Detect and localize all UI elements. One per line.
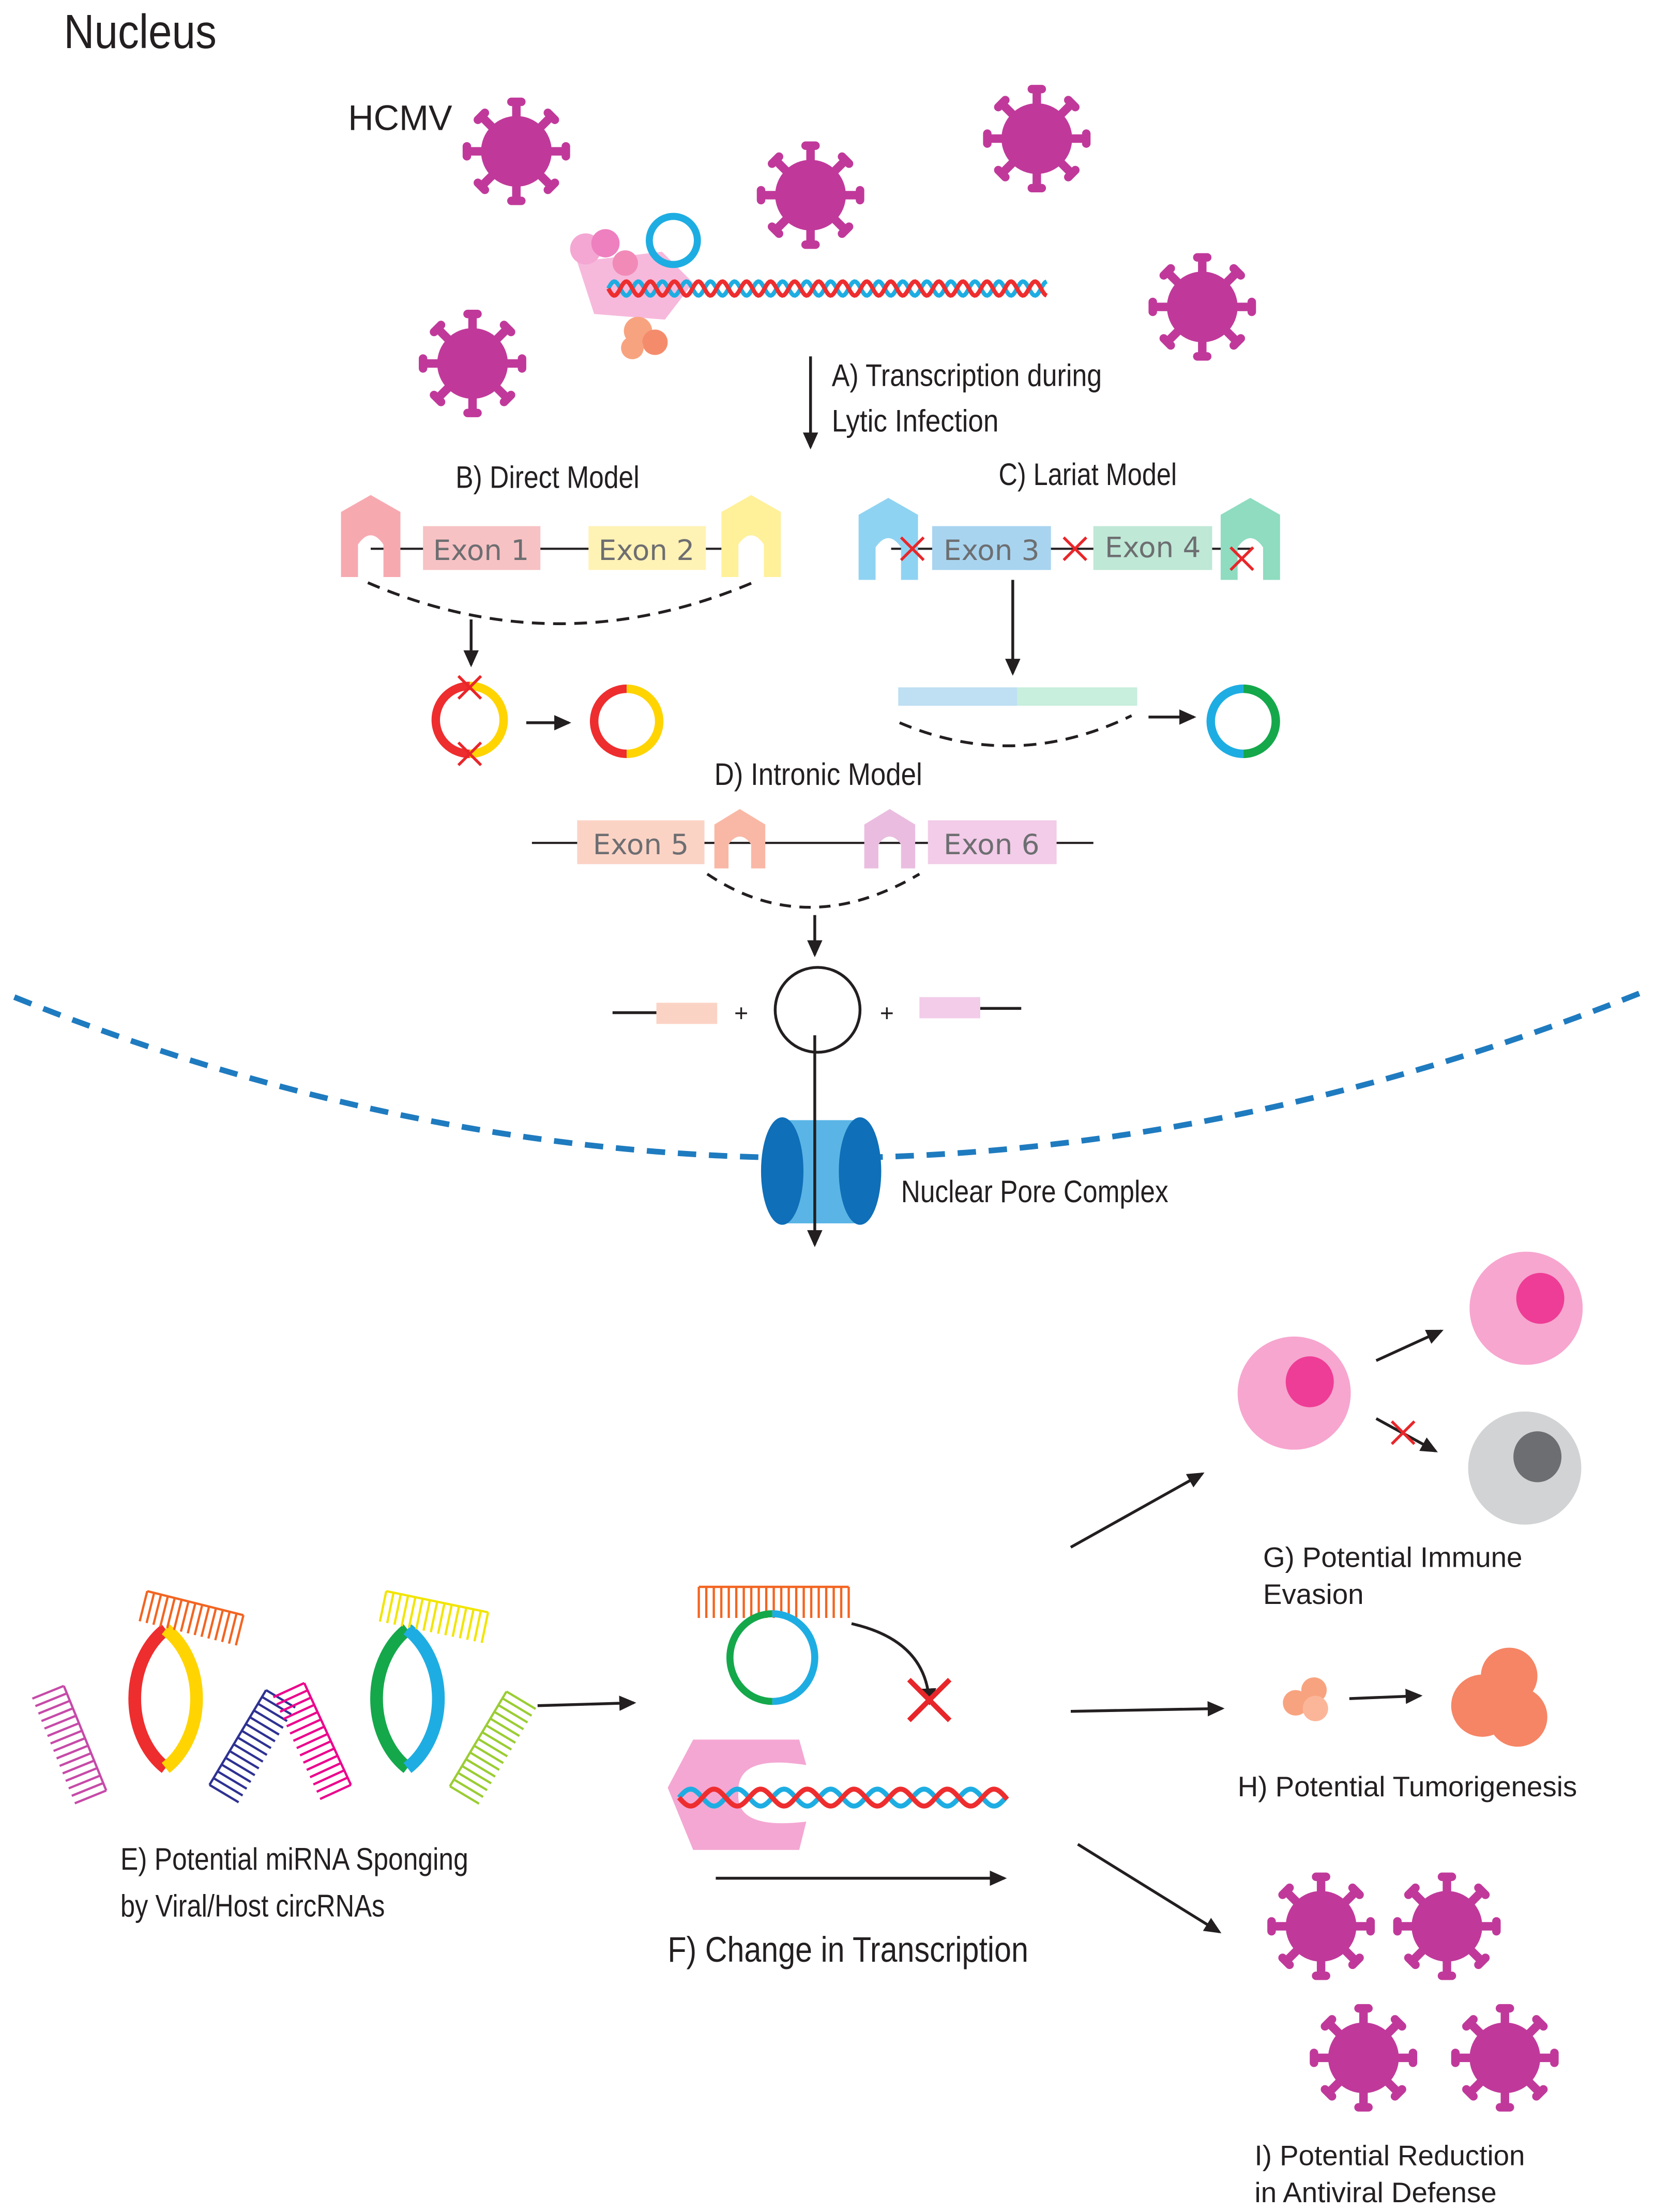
- hcmv-label: HCMV: [348, 99, 452, 138]
- step-a-label-2: Lytic Infection: [832, 403, 999, 438]
- virus-icon: [983, 85, 1090, 192]
- circrna-icon: [726, 1610, 818, 1705]
- exon-label: Exon 3: [944, 534, 1040, 567]
- exon-label: Exon 1: [433, 534, 529, 567]
- cell-icon: [1237, 1336, 1351, 1450]
- intron-clip-icon: [714, 809, 766, 869]
- virus-icon: [1451, 2004, 1559, 2112]
- exon-box: [577, 820, 705, 865]
- virus-icon: [463, 98, 570, 205]
- tumor-cell-icon: [1283, 1677, 1328, 1721]
- arrow-icon: [1077, 1843, 1222, 1934]
- arrow-icon: [1070, 1701, 1225, 1717]
- tumor-cell-icon: [1451, 1647, 1547, 1747]
- circrna-icon: [773, 966, 862, 1054]
- model-d-label: D) Intronic Model: [715, 757, 922, 792]
- dna-helix-icon: [606, 279, 1048, 298]
- rna-polymerase-icon: [667, 1739, 807, 1850]
- nucleus-title: Nucleus: [64, 5, 216, 58]
- virus-icon: [757, 142, 864, 249]
- dna-helix-icon: [677, 1786, 1009, 1809]
- virus-icon: [1148, 253, 1256, 361]
- exon-label: Exon 6: [944, 828, 1040, 861]
- intron-clip-icon: [1220, 497, 1280, 580]
- cross-mark-icon: [1392, 1421, 1415, 1444]
- exon-box: [588, 526, 706, 570]
- plus-sign: +: [880, 999, 894, 1026]
- circrna-icon: [1206, 684, 1280, 759]
- arrow-icon: [1349, 1688, 1423, 1704]
- circrna-icon: [128, 1624, 203, 1773]
- exon-box: [423, 526, 541, 570]
- intron-clip-icon: [721, 495, 781, 577]
- mirna-comb-icon: [139, 1590, 245, 1646]
- arrow-icon: [1070, 1472, 1205, 1549]
- g-label: G) Potential Immune: [1263, 1541, 1523, 1573]
- model-b-label: B) Direct Model: [455, 460, 640, 495]
- g-label-2: Evasion: [1263, 1578, 1364, 1610]
- cell-icon: [1469, 1251, 1583, 1365]
- circrna-icon: [646, 213, 701, 268]
- f-label: F) Change in Transcription: [667, 1930, 1028, 1969]
- mirna-comb-icon: [378, 1590, 490, 1643]
- exon-label: Exon 4: [1105, 531, 1201, 564]
- nuclear-membrane: [13, 987, 1649, 1161]
- circrna-icon: [589, 684, 664, 759]
- nuclear-pore-icon: [761, 1117, 882, 1225]
- virus-icon: [1393, 1873, 1501, 1980]
- e-label: E) Potential miRNA Sponging: [120, 1842, 468, 1876]
- exon-label: Exon 2: [599, 534, 695, 567]
- i-label: I) Potential Reduction: [1255, 2140, 1525, 2172]
- virus-icon: [419, 310, 526, 417]
- mirna-comb-icon: [32, 1685, 108, 1805]
- cross-mark-icon: [909, 1679, 950, 1720]
- step-a-label: A) Transcription during: [832, 358, 1102, 393]
- npc-label: Nuclear Pore Complex: [901, 1174, 1168, 1209]
- mirna-comb-icon: [449, 1690, 537, 1805]
- virus-icon: [1267, 1873, 1375, 1980]
- circrna-icon: [431, 681, 508, 759]
- arrow-icon: [537, 1695, 636, 1711]
- i-label-2: in Antiviral Defense: [1255, 2176, 1497, 2208]
- e-label-2: by Viral/Host circRNAs: [120, 1888, 385, 1923]
- intron-clip-icon: [858, 497, 918, 580]
- curved-arrow-icon: [851, 1622, 936, 1706]
- intron-clip-icon: [864, 809, 916, 869]
- arrow-icon: [1375, 1329, 1444, 1362]
- exon-label: Exon 5: [593, 828, 689, 861]
- cell-icon: [1468, 1411, 1582, 1525]
- mirna-comb-icon: [272, 1682, 352, 1800]
- mirna-comb-icon: [208, 1689, 296, 1804]
- plus-sign: +: [734, 999, 748, 1026]
- h-label: H) Potential Tumorigenesis: [1238, 1770, 1577, 1802]
- virus-icon: [1310, 2004, 1417, 2112]
- intron-clip-icon: [341, 495, 401, 577]
- exon-box: [1093, 526, 1212, 570]
- model-c-label: C) Lariat Model: [998, 457, 1177, 492]
- circrna-icon: [370, 1624, 445, 1773]
- exon-box: [928, 820, 1057, 865]
- exon-box: [932, 526, 1051, 570]
